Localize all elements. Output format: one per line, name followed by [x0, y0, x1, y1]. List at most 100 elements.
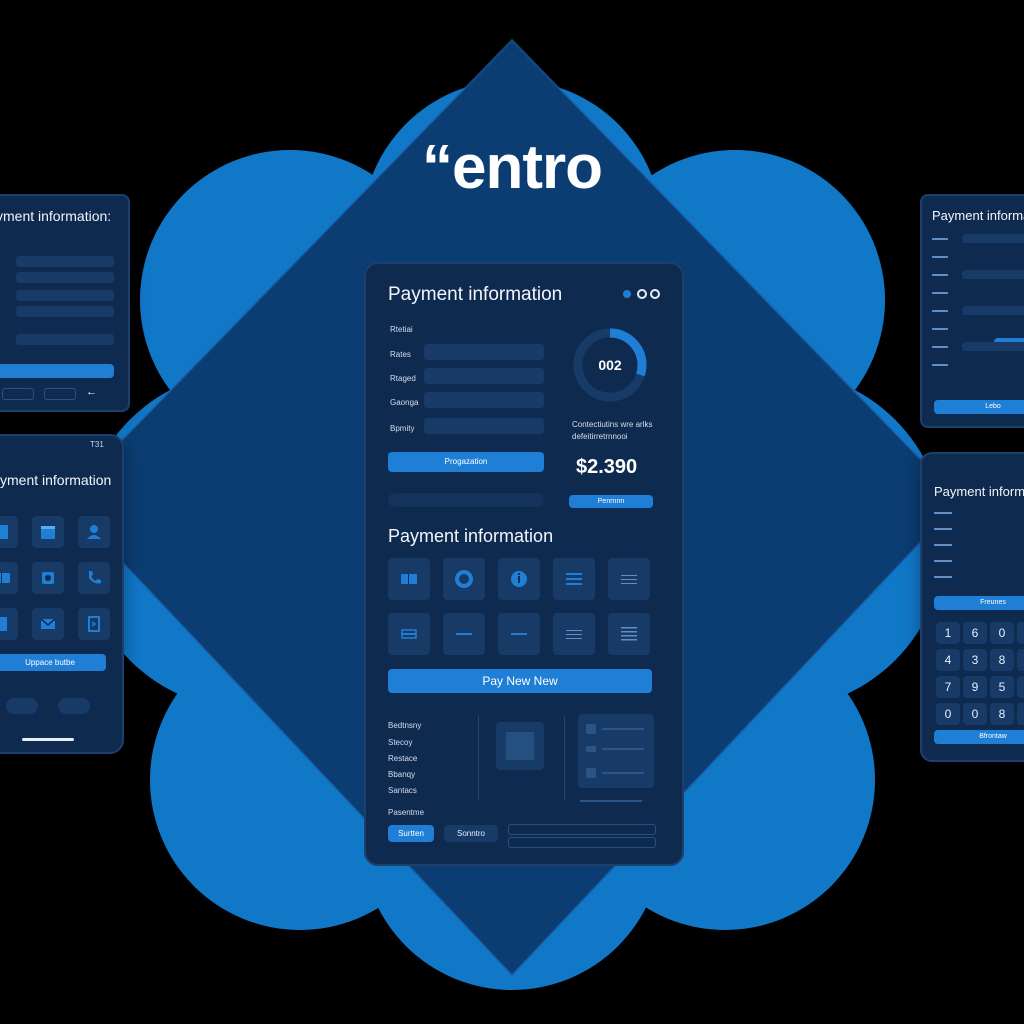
left-top-field-2[interactable]: [16, 272, 114, 283]
left-grid-tile-doc-icon[interactable]: [0, 608, 18, 640]
form-field-4[interactable]: [424, 392, 544, 408]
list-card-line-1: [602, 728, 644, 730]
footer-button-secondary[interactable]: Sonntro: [444, 825, 498, 842]
keypad-key[interactable]: 9: [963, 676, 987, 698]
keypad-key[interactable]: 4: [936, 649, 960, 671]
right-top-row-field[interactable]: [962, 234, 1024, 243]
card-icon: [0, 573, 10, 583]
left-grid-tile-calendar-icon[interactable]: [32, 516, 64, 548]
bottom-label-5: Santacs: [388, 786, 417, 795]
form-field-2[interactable]: [424, 344, 544, 360]
circle-icon: [455, 570, 473, 588]
keypad-key[interactable]: 2: [1017, 622, 1024, 644]
keypad-key[interactable]: 0: [963, 703, 987, 725]
left-phone-status-time: T31: [90, 440, 104, 449]
right-top-row-field[interactable]: [962, 306, 1024, 315]
right-top-row-field[interactable]: [962, 270, 1024, 279]
brand-logo: “entro: [422, 133, 603, 202]
footer-select-2[interactable]: [508, 837, 656, 848]
main-grid-tile-dash-icon[interactable]: [443, 613, 485, 655]
main-grid-tile-lines-icon[interactable]: [608, 558, 650, 600]
amount-button[interactable]: Penrnnn: [569, 495, 653, 508]
keypad-key[interactable]: 0: [936, 703, 960, 725]
main-grid-tile-list-icon[interactable]: [553, 558, 595, 600]
main-grid-tile-circle-icon[interactable]: [443, 558, 485, 600]
form-field-5[interactable]: [424, 418, 544, 434]
left-top-submit-button[interactable]: [0, 364, 114, 378]
info-icon: [511, 571, 527, 587]
phone-icon: [89, 571, 101, 584]
main-grid-tile-dash-icon[interactable]: [498, 613, 540, 655]
left-grid-tile-shield-icon[interactable]: [32, 562, 64, 594]
list-card-line-3: [602, 772, 644, 774]
footer-button-primary[interactable]: Surtten: [388, 825, 434, 842]
list-card-row-2: [586, 746, 596, 752]
keypad-key[interactable]: 6: [1017, 649, 1024, 671]
progress-button[interactable]: Progazation: [388, 452, 544, 472]
pay-button[interactable]: Pay New New: [388, 669, 652, 693]
main-grid-tile-info-icon[interactable]: [498, 558, 540, 600]
gauge-value: 002: [598, 357, 622, 373]
card-stripe-icon: [401, 629, 417, 639]
keypad-key[interactable]: 8: [990, 703, 1014, 725]
left-top-nav-1[interactable]: [2, 388, 34, 400]
left-top-field-4[interactable]: [16, 306, 114, 317]
main-grid-tile-card-icon[interactable]: [388, 558, 430, 600]
right-bottom-row-label: [934, 560, 952, 562]
right-top-row-label: [932, 364, 948, 366]
left-grid-tile-file-arrow-icon[interactable]: [78, 608, 110, 640]
left-grid-tile-phone-icon[interactable]: [78, 562, 110, 594]
list-card-row-1: [586, 724, 596, 734]
left-top-back-icon[interactable]: ←: [86, 386, 97, 398]
left-grid-tile-book-icon[interactable]: [0, 516, 18, 548]
left-grid-tile-card-icon[interactable]: [0, 562, 18, 594]
slider-track[interactable]: [388, 493, 544, 507]
keypad-key[interactable]: 8: [990, 649, 1014, 671]
main-grid-tile-card-stripe-icon[interactable]: [388, 613, 430, 655]
keypad-key[interactable]: 5: [990, 676, 1014, 698]
footer-select-1[interactable]: [508, 824, 656, 835]
left-phone-nav-pill-2[interactable]: [58, 698, 90, 714]
main-grid-tile-lines-icon[interactable]: [553, 613, 595, 655]
right-top-row-label: [932, 292, 948, 294]
gauge-caption-2: defeitirretrnnooi: [572, 432, 628, 441]
form-label-5: Bpmity: [390, 424, 415, 433]
lines-icon: [566, 630, 582, 639]
mini-slider[interactable]: [580, 800, 642, 802]
right-bottom-confirm-button[interactable]: Bfrontaw: [934, 730, 1024, 744]
keypad-key[interactable]: 6: [963, 622, 987, 644]
left-top-field-1[interactable]: [16, 256, 114, 267]
left-phone-nav-pill-1[interactable]: [6, 698, 38, 714]
keypad-key[interactable]: 7: [936, 676, 960, 698]
right-bottom-button[interactable]: Freunes: [934, 596, 1024, 610]
form-label-3: Rtaged: [390, 374, 416, 383]
home-indicator: [22, 738, 74, 741]
divider-1: [478, 716, 479, 800]
gauge-caption-1: Contectiutins wre arlks: [572, 420, 653, 429]
right-top-panel: Payment informa Lebo: [920, 194, 1024, 428]
left-grid-tile-user-icon[interactable]: [78, 516, 110, 548]
left-top-field-3[interactable]: [16, 290, 114, 301]
left-grid-tile-mail-icon[interactable]: [32, 608, 64, 640]
main-grid-tile-table-icon[interactable]: [608, 613, 650, 655]
dash-icon: [456, 633, 472, 635]
right-top-row-field[interactable]: [962, 342, 1024, 351]
keypad-key[interactable]: 5: [1017, 703, 1024, 725]
bottom-label-4: Bbanqy: [388, 770, 416, 779]
left-phone-update-button[interactable]: Uppace butbe: [0, 654, 106, 671]
keypad-key[interactable]: 1: [936, 622, 960, 644]
right-top-button[interactable]: Lebo: [934, 400, 1024, 414]
keypad-key[interactable]: 1: [1017, 676, 1024, 698]
card-icon: [401, 574, 417, 584]
left-top-field-5[interactable]: [16, 334, 114, 345]
keypad-key[interactable]: 0: [990, 622, 1014, 644]
list-icon: [566, 573, 582, 585]
form-label-2: Rates: [390, 350, 411, 359]
keypad-key[interactable]: 3: [963, 649, 987, 671]
progress-gauge: [573, 328, 647, 402]
form-field-3[interactable]: [424, 368, 544, 384]
status-dot-outline-1: [637, 289, 647, 299]
bottom-label-2: Stecoy: [388, 738, 413, 747]
left-top-nav-2[interactable]: [44, 388, 76, 400]
right-bottom-title: Payment informa: [934, 484, 1024, 499]
